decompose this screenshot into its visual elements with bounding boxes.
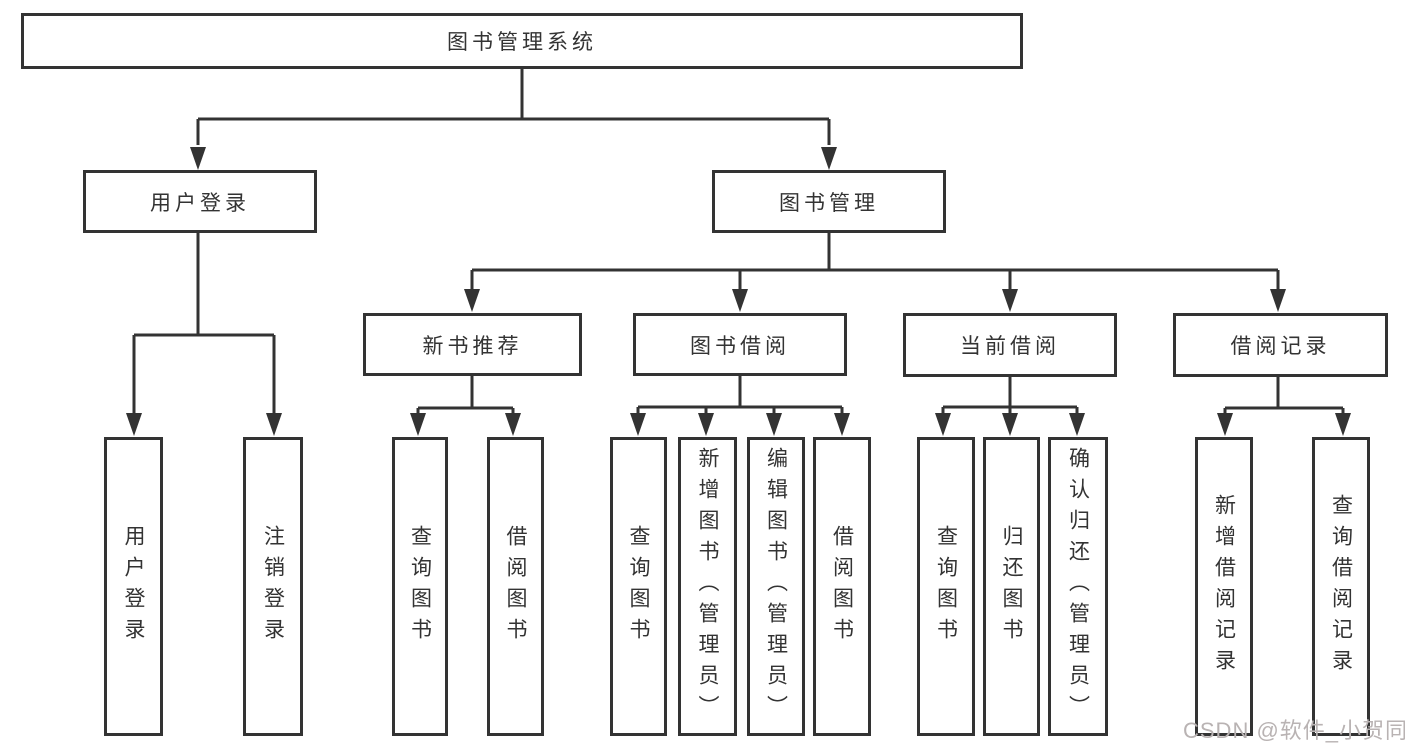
leaf-label: 查询图书 <box>408 524 432 649</box>
leaf-query-book-1: 查询图书 <box>392 437 448 736</box>
leaf-user-login: 用户登录 <box>104 437 163 736</box>
leaf-label: 注销登录 <box>261 524 285 649</box>
leaf-label: 借阅图书 <box>504 524 527 649</box>
node-book-borrow: 图书借阅 <box>633 313 847 376</box>
leaf-label: 新增借阅记录 <box>1212 493 1236 680</box>
leaf-borrow-book-1: 借阅图书 <box>487 437 544 736</box>
leaf-add-borrow-record: 新增借阅记录 <box>1195 437 1253 736</box>
node-book-management: 图书管理 <box>712 170 946 233</box>
leaf-add-book-admin: 新增图书（管理员） <box>678 437 737 736</box>
leaf-label: 查询图书 <box>627 524 650 649</box>
leaf-confirm-return-admin: 确认归还（管理员） <box>1048 437 1108 736</box>
leaf-query-book-2: 查询图书 <box>610 437 667 736</box>
leaf-label: 编辑图书（管理员） <box>764 447 788 726</box>
node-new-book-recommend: 新书推荐 <box>363 313 582 376</box>
leaf-return-book: 归还图书 <box>983 437 1040 736</box>
node-root: 图书管理系统 <box>21 13 1023 69</box>
leaf-query-borrow-record: 查询借阅记录 <box>1312 437 1370 736</box>
csdn-watermark: CSDN @软件_小贺同学 <box>1183 718 1405 743</box>
leaf-label: 确认归还（管理员） <box>1066 447 1090 726</box>
leaf-query-book-3: 查询图书 <box>917 437 975 736</box>
leaf-label: 用户登录 <box>122 524 145 649</box>
leaf-label: 归还图书 <box>1000 524 1023 649</box>
leaf-borrow-book-2: 借阅图书 <box>813 437 871 736</box>
leaf-label: 借阅图书 <box>830 524 854 649</box>
node-borrow-record: 借阅记录 <box>1173 313 1388 377</box>
leaf-label: 查询借阅记录 <box>1329 493 1353 680</box>
leaf-logout: 注销登录 <box>243 437 303 736</box>
leaf-label: 查询图书 <box>934 524 958 649</box>
leaf-edit-book-admin: 编辑图书（管理员） <box>747 437 805 736</box>
node-current-borrow: 当前借阅 <box>903 313 1117 377</box>
node-user-login: 用户登录 <box>83 170 317 233</box>
leaf-label: 新增图书（管理员） <box>696 447 719 726</box>
